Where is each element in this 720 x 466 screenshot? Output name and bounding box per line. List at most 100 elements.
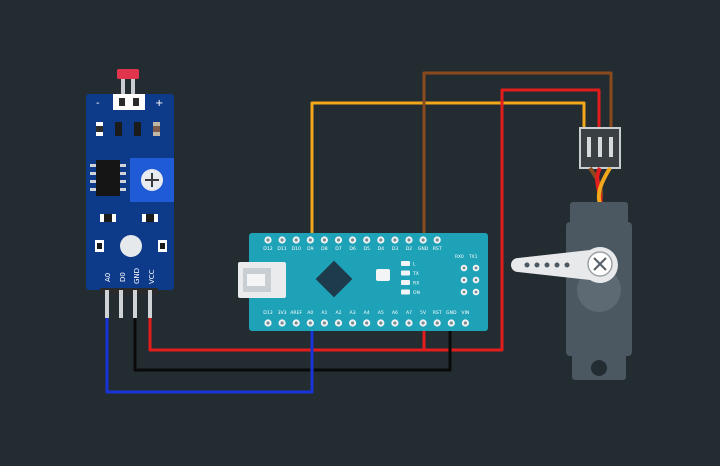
- led-label: L: [413, 262, 416, 268]
- arduino-bottom-pin-label: A7: [406, 310, 412, 316]
- sensor-pin-vcc[interactable]: [148, 290, 152, 318]
- arduino-top-pin-hole: [407, 238, 411, 242]
- ic-pin: [90, 164, 96, 167]
- arduino-bottom-pin-label: A6: [392, 310, 398, 316]
- ic-pin: [90, 180, 96, 183]
- servo-connector-pin: [587, 137, 591, 157]
- sensor-pin-label-vcc: VCC: [148, 269, 156, 284]
- arduino-bottom-pin-label: A3: [350, 310, 356, 316]
- led-label: TX: [412, 271, 419, 277]
- arduino-top-pin-label: GND: [418, 246, 429, 252]
- arduino-bottom-pin-label: D13: [263, 310, 272, 316]
- ic-pin: [120, 164, 126, 167]
- arduino-top-pin-label: D11: [277, 246, 286, 252]
- arduino-bottom-pin-label: A0: [307, 310, 313, 316]
- sensor-pin-d0[interactable]: [119, 290, 123, 318]
- horn-hole: [544, 262, 550, 268]
- reset-button[interactable]: [376, 269, 390, 281]
- arduino-top-pin-label: D12: [263, 246, 272, 252]
- arduino-bottom-pin-hole: [421, 321, 425, 325]
- arduino-bottom-pin-hole: [393, 321, 397, 325]
- wire-sensor-gnd: [133, 316, 452, 372]
- sensor-pin-a0[interactable]: [105, 290, 109, 318]
- servo-top-flange: [570, 202, 628, 224]
- icsp-pin-hole: [474, 290, 478, 294]
- arduino-top-pin-label: D4: [378, 246, 385, 252]
- resistor: [134, 122, 141, 136]
- horn-hole: [554, 262, 560, 268]
- servo-connector-pin: [598, 137, 602, 157]
- smd-resistor-body: [104, 214, 112, 222]
- arduino-top-pin-hole: [336, 238, 341, 242]
- arduino-bottom-pin-label: A1: [321, 310, 327, 316]
- sensor-plus-label: +: [155, 98, 163, 109]
- arduino-bottom-pin-label: GND: [446, 310, 457, 316]
- arduino-top-pin-hole: [435, 238, 439, 242]
- sensor-led-body: [97, 243, 102, 249]
- ldr-socket: [113, 94, 145, 110]
- arduino-top-pin-hole: [393, 238, 397, 242]
- horn-hole: [564, 262, 570, 268]
- arduino-bottom-pin-label: VIN: [461, 310, 469, 316]
- ldr-socket-pin: [119, 98, 125, 106]
- arduino-top-pin-label: D10: [292, 246, 301, 252]
- arduino-bottom-pin-hole: [435, 321, 439, 325]
- smd-resistor-body: [146, 214, 154, 222]
- sensor-pin-label-a0: A0: [104, 273, 112, 282]
- ldr-leg-right: [131, 79, 135, 95]
- sensor-pin-labels: A0 D0 GND VCC: [104, 268, 156, 284]
- wire-servo-ground: [422, 71, 613, 236]
- cross-screw-icon-line: [593, 257, 607, 271]
- ic-pin: [120, 188, 126, 191]
- arduino-top-pin-label: D2: [406, 246, 413, 252]
- sensor-led-body: [160, 243, 165, 249]
- led-rx: [401, 280, 410, 285]
- resistor: [115, 122, 122, 136]
- arduino-bottom-pin-label: 5V: [420, 310, 427, 316]
- arduino-bottom-pin-hole: [266, 321, 270, 325]
- horn-hole: [524, 262, 530, 268]
- arduino-bottom-pin-hole: [449, 321, 453, 325]
- led-l: [401, 261, 410, 266]
- icsp-pin-hole: [462, 290, 466, 294]
- arduino-top-pin-hole: [365, 238, 369, 242]
- resistor-band: [153, 126, 160, 132]
- horn-hole: [534, 262, 540, 268]
- arduino-top-pin-hole: [308, 238, 312, 242]
- arduino-bottom-pin-hole: [351, 321, 355, 325]
- wire-sensor-vcc: [148, 316, 424, 352]
- arduino-bottom-pin-hole: [322, 321, 326, 325]
- wires: [105, 71, 613, 394]
- arduino-bottom-pin-hole: [336, 321, 341, 325]
- led-on: [401, 289, 410, 295]
- ic-pin: [90, 172, 96, 175]
- light-sensor-module: - +: [86, 69, 174, 318]
- sensor-pin-gnd[interactable]: [133, 290, 137, 318]
- arduino-bottom-pin-label: A2: [335, 310, 341, 316]
- ic-pin: [120, 180, 126, 183]
- arduino-top-pin-label: D7: [335, 246, 342, 252]
- arduino-bottom-pin-hole: [365, 321, 369, 325]
- ldr-socket-pin: [133, 98, 139, 106]
- sensor-indicator-led: [120, 235, 142, 257]
- arduino-top-pin-hole: [280, 238, 284, 242]
- sensor-minus-label: -: [96, 98, 100, 109]
- arduino-bottom-pin-label: RST: [433, 310, 442, 316]
- arduino-top-pin-hole: [322, 238, 326, 242]
- arduino-bottom-pin-hole: [407, 321, 411, 325]
- arduino-bottom-pin-hole: [308, 321, 312, 325]
- led-label: ON: [413, 290, 420, 296]
- icsp-label: TX1: [468, 254, 478, 260]
- ldr-cap: [117, 69, 139, 79]
- arduino-top-pin-hole: [294, 238, 298, 242]
- arduino-bottom-pin-hole: [379, 321, 383, 325]
- ic-pin: [90, 188, 96, 191]
- servo-mount-hole: [591, 360, 607, 376]
- arduino-top-pin-hole: [266, 238, 270, 242]
- ldr-leg-left: [121, 79, 125, 95]
